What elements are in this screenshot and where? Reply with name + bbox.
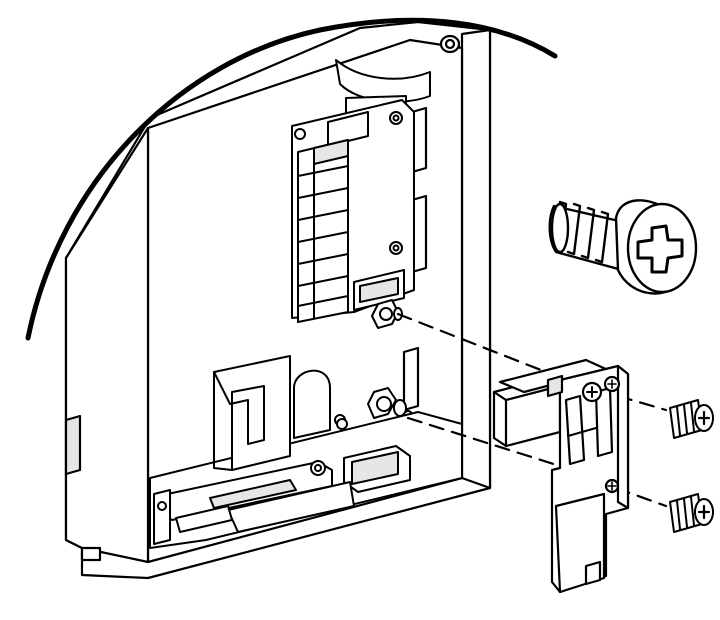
- bracket-assembly: [492, 358, 630, 594]
- small-screw-lower: [669, 493, 714, 533]
- curved-cover-edge: [25, 17, 558, 341]
- circuit-board: [291, 59, 431, 323]
- magnified-screw-detail: [548, 199, 698, 295]
- lower-cable-assembly: [149, 355, 463, 549]
- small-screw-upper: [669, 399, 714, 439]
- board-connector: [353, 269, 405, 329]
